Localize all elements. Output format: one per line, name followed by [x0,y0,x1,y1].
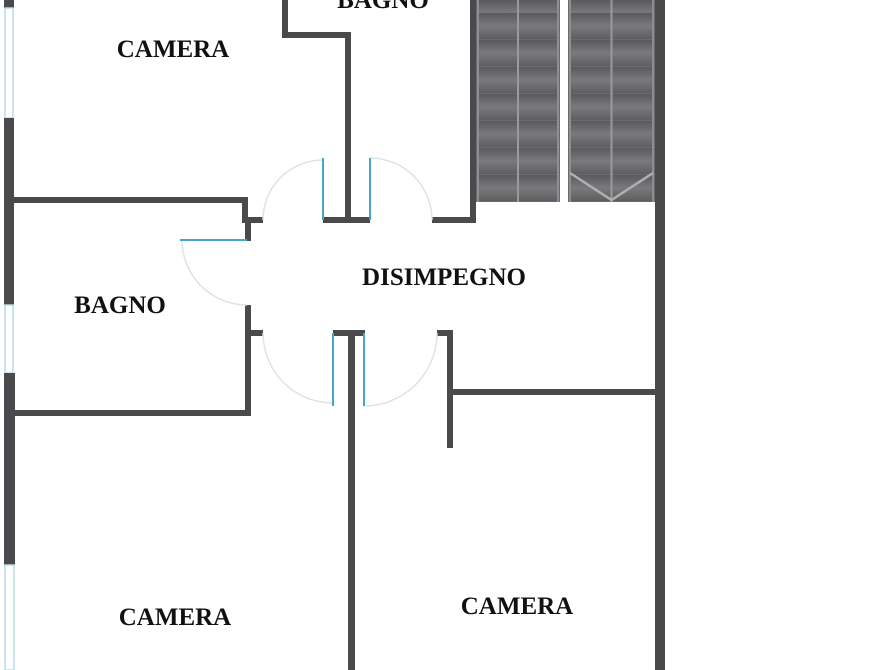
window [4,7,14,119]
left-exterior-wall [4,0,15,670]
door-left-bagno [180,239,248,306]
staircase [476,0,655,202]
door-top-camera [262,158,324,221]
right-exterior-wall [655,0,665,670]
room-label-camera-bottom-left: CAMERA [119,604,232,631]
window [4,564,15,670]
room-label-bagno-left: BAGNO [74,292,166,319]
window [4,304,14,374]
door-bottom-right-camera [363,332,438,407]
stair-direction-arrow [569,171,654,202]
room-label-camera-bottom-right: CAMERA [461,593,574,620]
interior-walls [14,0,656,670]
door-top-bagno [369,157,433,221]
room-label-disimpegno: DISIMPEGNO [362,264,526,291]
room-label-bagno-top: BAGNO [337,0,429,14]
room-label-camera-top: CAMERA [117,36,230,63]
door-bottom-left-camera [262,332,334,406]
